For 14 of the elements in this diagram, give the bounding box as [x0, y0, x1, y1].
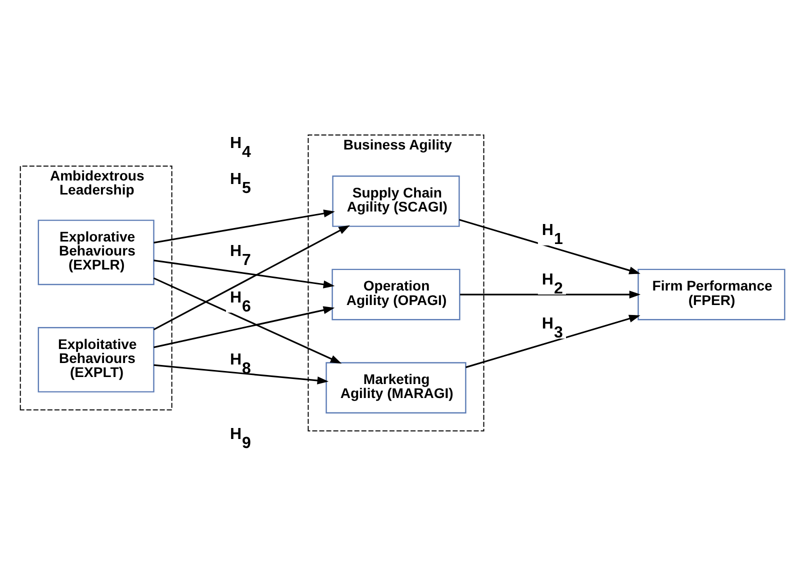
arrow — [460, 290, 641, 298]
node-box: Firm Performance (FPER) — [638, 268, 786, 320]
arrow — [154, 306, 335, 348]
arrow — [154, 364, 329, 384]
node-box: Marketing Agility (MARAGI) — [326, 362, 466, 413]
node-box: Exploitative Behaviours (EXPLT) — [38, 326, 154, 392]
arrow — [154, 209, 335, 243]
arrow — [153, 276, 342, 364]
node-box: Operation Agility (OPAGI) — [332, 268, 460, 320]
arrow — [154, 259, 335, 288]
node-box: Supply Chain Agility (SCAGI) — [332, 175, 460, 226]
arrow — [466, 314, 640, 368]
node-box: Explorative Behaviours (EXPLR) — [38, 219, 154, 285]
arrow — [153, 224, 350, 330]
